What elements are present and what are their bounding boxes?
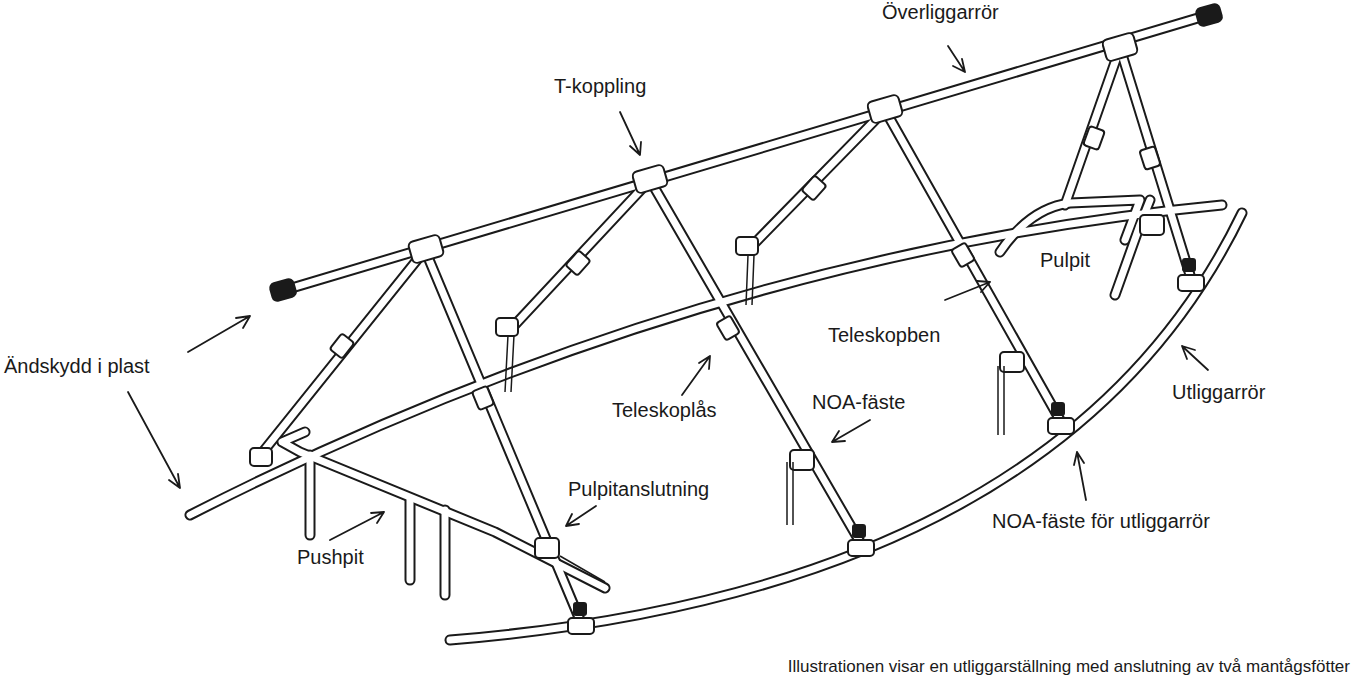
label-t-coupling: T-koppling <box>552 74 648 98</box>
label-pushpit: Pushpit <box>295 545 366 569</box>
label-telescopic-leg: Teleskopben <box>826 323 942 347</box>
label-pulpit-connection: Pulpitanslutning <box>566 477 711 501</box>
caption: Illustrationen visar en utliggarställnin… <box>788 656 1350 678</box>
label-pulpit: Pulpit <box>1038 248 1092 272</box>
label-noa-bracket: NOA-fäste <box>810 390 907 414</box>
label-noa-outrigger: NOA-fäste för utliggarrör <box>990 509 1212 533</box>
label-top-rail: Överliggarrör <box>880 0 1001 24</box>
label-telescopic-lock: Teleskoplås <box>610 398 719 422</box>
label-end-cap: Ändskydd i plast <box>2 354 152 378</box>
label-outrigger-rail: Utliggarrör <box>1170 380 1267 404</box>
